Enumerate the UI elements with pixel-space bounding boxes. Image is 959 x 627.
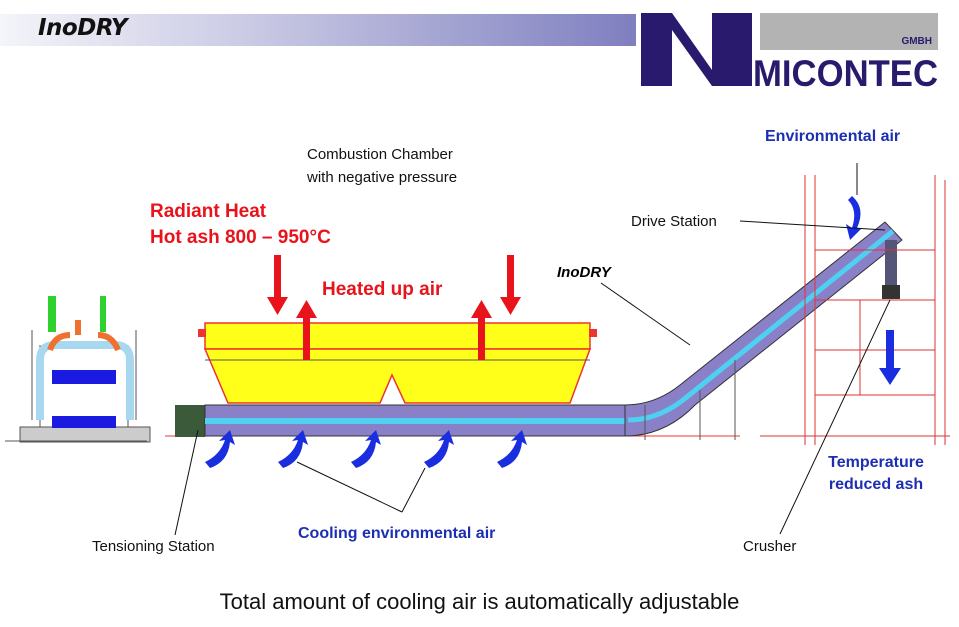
cooling-air-arrows [205,196,901,468]
drive-station-label: Drive Station [631,213,717,230]
radiant-heat-label: Radiant Heat [150,201,267,222]
leader-lines [174,163,891,536]
footer-caption: Total amount of cooling air is automatic… [219,589,740,614]
temperature-label-line2: reduced ash [828,476,924,493]
combustion-chamber-label-line2: with negative pressure [307,169,458,186]
crusher-label: Crusher [743,538,797,555]
cross-section-drawing [5,296,151,443]
hot-ash-temp-label: Hot ash 800 – 950°C [150,227,331,248]
heat-arrows [267,255,521,360]
tower-frame [760,175,950,445]
combustion-chamber-hopper [198,322,597,404]
tensioning-station-label: Tensioning Station [92,538,215,555]
header-bar [0,14,636,46]
heated-air-label: Heated up air [322,279,443,300]
combustion-chamber-label-line1: Combustion Chamber [307,146,453,163]
micontec-logo: GMBH MICONTEC [641,13,938,94]
svg-text:GMBH: GMBH [901,36,932,47]
environmental-air-label: Environmental air [765,128,901,145]
svg-text:MICONTEC: MICONTEC [753,53,938,94]
cooling-air-label: Cooling environmental air [298,525,496,542]
inodry-label: InoDRY [557,264,611,281]
slide-title: InoDRY [38,15,128,41]
temperature-label-line1: Temperature [828,454,924,471]
inodry-conveyor [165,221,903,440]
